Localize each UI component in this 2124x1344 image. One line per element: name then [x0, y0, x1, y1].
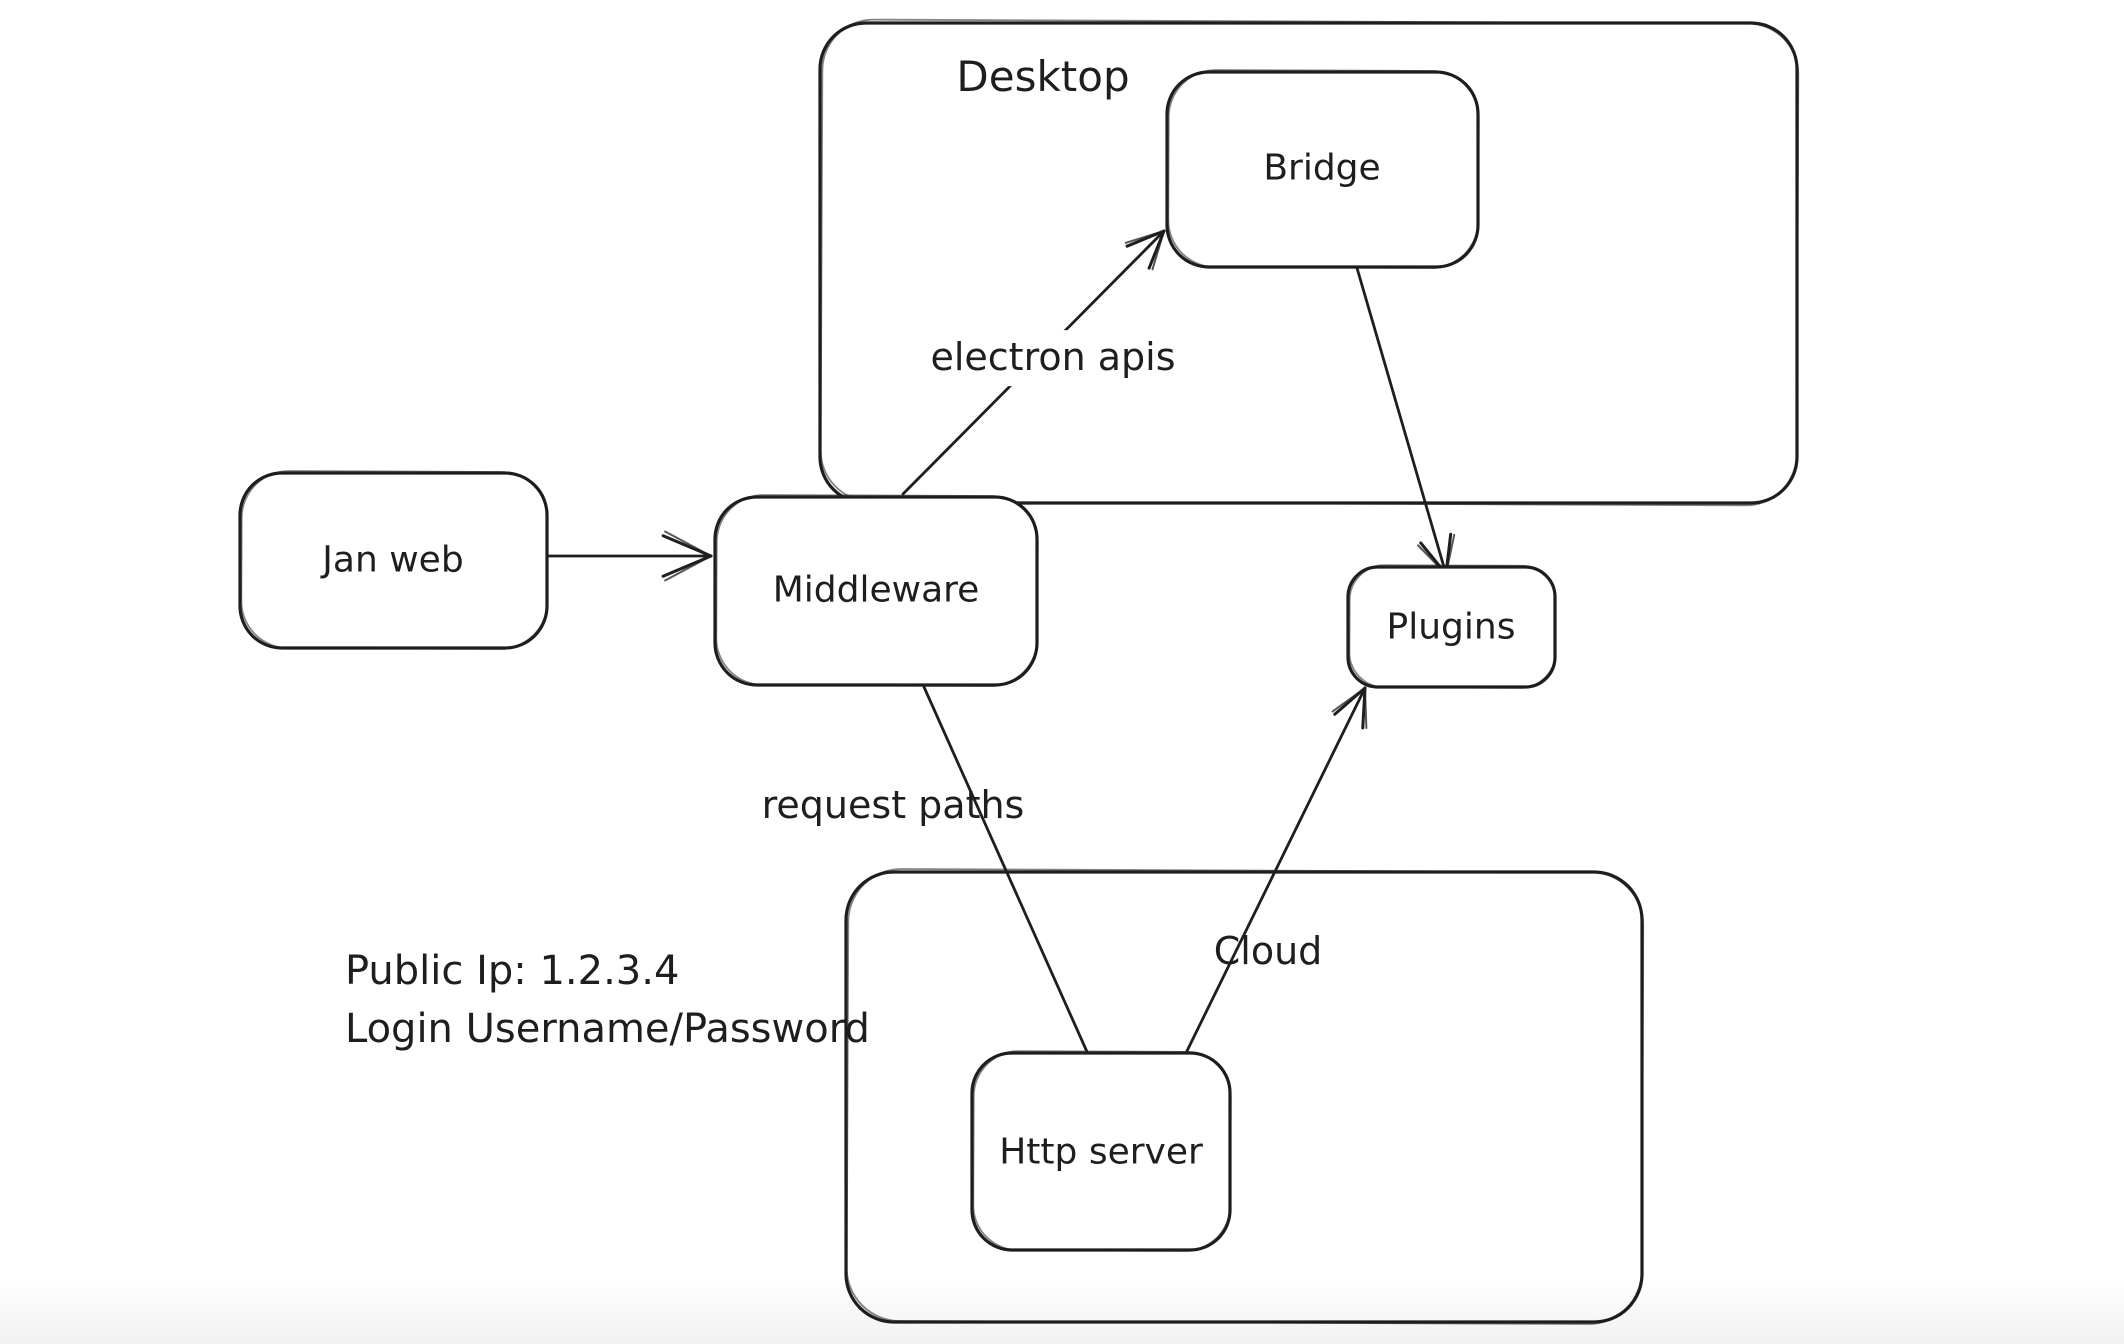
- edge-janweb-middleware[interactable]: [545, 530, 713, 582]
- node-bridge[interactable]: [1165, 69, 1480, 269]
- node-middleware[interactable]: [713, 494, 1039, 687]
- annotation-public-ip[interactable]: Public Ip: 1.2.3.4: [345, 948, 680, 994]
- edge-httpserver-plugins[interactable]: [1184, 686, 1368, 1055]
- edge-label-request-paths[interactable]: request paths: [761, 783, 1025, 828]
- node-label-plugins[interactable]: Plugins: [1386, 606, 1516, 648]
- container-label-cloud[interactable]: Cloud: [1213, 929, 1323, 974]
- edge-bridge-plugins[interactable]: [1355, 266, 1456, 576]
- edge-label-electron-apis[interactable]: electron apis: [916, 330, 1190, 386]
- container-label-desktop[interactable]: Desktop: [956, 51, 1130, 101]
- container-cloud[interactable]: [844, 868, 1645, 1325]
- node-label-http-server[interactable]: Http server: [999, 1131, 1203, 1173]
- container-desktop[interactable]: [818, 18, 1800, 507]
- node-label-bridge[interactable]: Bridge: [1263, 147, 1381, 189]
- node-jan-web[interactable]: [238, 470, 549, 650]
- node-http-server[interactable]: [970, 1050, 1232, 1252]
- edge-middleware-httpserver[interactable]: [922, 685, 1090, 1056]
- node-label-jan-web[interactable]: Jan web: [322, 539, 464, 581]
- node-plugins[interactable]: [1346, 564, 1557, 689]
- node-label-middleware[interactable]: Middleware: [772, 569, 980, 611]
- annotation-login-credentials[interactable]: Login Username/Password: [345, 1006, 870, 1052]
